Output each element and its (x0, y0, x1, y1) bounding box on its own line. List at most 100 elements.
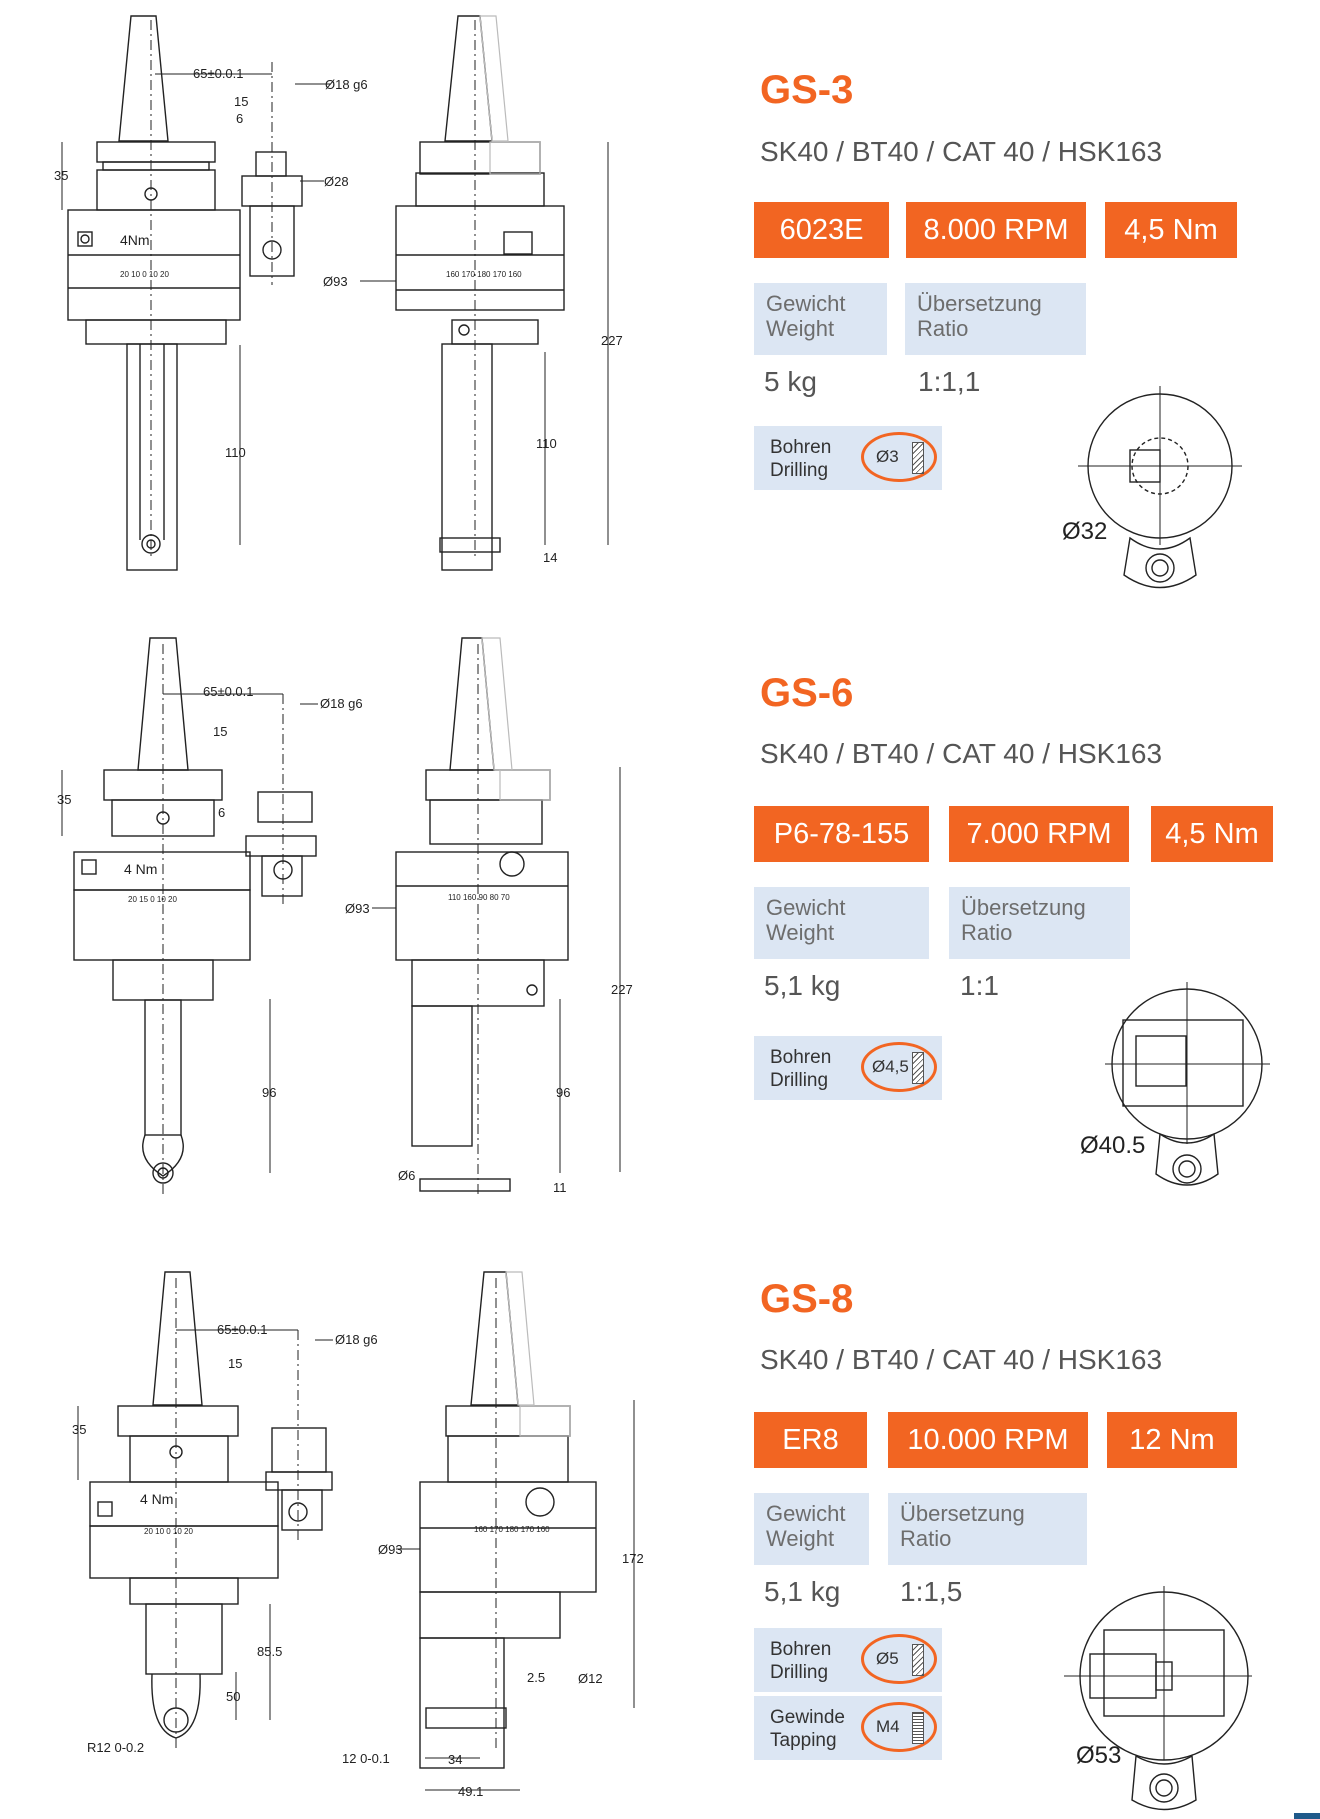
dim-2-5: 2.5 (527, 1670, 545, 1685)
weight-value: 5,1 kg (764, 1576, 841, 1607)
spec-tag-rpm: 10.000 RPM (888, 1412, 1088, 1468)
dim-15: 15 (234, 94, 248, 109)
tap-size: M4 (876, 1717, 900, 1736)
weight-label: Gewicht Weight (754, 887, 929, 959)
interface-compat: SK40 / BT40 / CAT 40 / HSK163 (760, 136, 1163, 167)
dim-93: Ø93 (345, 901, 370, 916)
dim-length: 110 (225, 445, 246, 460)
dim-15: 15 (213, 724, 227, 739)
dim-49-1: 49.1 (458, 1784, 483, 1799)
dim-93: Ø93 (378, 1542, 403, 1557)
drill-size: Ø5 (876, 1649, 899, 1668)
technical-drawing-gs8: 65±0.0.1 Ø18 g6 15 35 4 Nm 20 10 0 10 20… (72, 1271, 644, 1799)
spec-tag-rpm: 7.000 RPM (949, 806, 1129, 862)
spec-tag-collet: ER8 (754, 1412, 867, 1468)
front-diameter: Ø40.5 (1080, 1132, 1146, 1159)
tool-tapping-de: Gewinde (770, 1707, 845, 1728)
scale-side: 110 160 90 80 70 (448, 893, 510, 902)
ratio-value: 1:1,5 (900, 1576, 963, 1607)
dim-torque: 4 Nm (124, 861, 157, 877)
dim-6: 6 (236, 111, 243, 126)
dim-length: 96 (262, 1085, 276, 1100)
drill-size: Ø4,5 (872, 1057, 909, 1076)
product-title: GS-3 (760, 68, 854, 112)
weight-label-en: Weight (766, 316, 835, 341)
weight-label-de: Gewicht (766, 1501, 846, 1526)
ratio-label: Übersetzung Ratio (949, 887, 1130, 959)
drill-icon (912, 442, 924, 474)
product-title: GS-8 (760, 1277, 854, 1321)
weight-value: 5 kg (764, 366, 817, 397)
weight-label: Gewicht Weight (754, 1493, 869, 1565)
tool-drilling-de: Bohren (770, 1047, 832, 1068)
scale-front: 20 10 0 10 20 (120, 270, 169, 279)
tap-size-badge: M4 (861, 1702, 937, 1752)
dim-total: 227 (601, 333, 623, 348)
tool-tapping-en: Tapping (770, 1730, 837, 1751)
tool-drilling-en: Drilling (770, 1070, 829, 1091)
weight-label-de: Gewicht (766, 291, 846, 316)
dim-offset: 65±0.0.1 (203, 684, 254, 699)
dim-radius: R12 0-0.2 (87, 1740, 144, 1755)
weight-label-en: Weight (766, 1526, 835, 1551)
weight-value: 5,1 kg (764, 970, 841, 1001)
drill-icon (912, 1052, 924, 1084)
weight-label-en: Weight (766, 920, 835, 945)
dim-12: Ø12 (578, 1671, 603, 1686)
dim-total: 227 (611, 982, 633, 997)
ratio-label-de: Übersetzung (961, 895, 1086, 920)
scale-side: 160 170 180 170 160 (474, 1525, 550, 1534)
dim-shank: Ø18 g6 (325, 77, 368, 92)
dim-12b: 12 0-0.1 (342, 1751, 390, 1766)
spec-tag-torque: 4,5 Nm (1151, 806, 1273, 862)
corner-mark (1294, 1813, 1320, 1819)
product-gs6: 65±0.0.1 Ø18 g6 15 6 35 4 Nm 20 15 0 10 … (0, 604, 1320, 1204)
ratio-value: 1:1,1 (918, 366, 981, 397)
spec-tag-torque: 4,5 Nm (1105, 202, 1237, 258)
spec-tag-collet: P6-78-155 (754, 806, 929, 862)
weight-label: Gewicht Weight (754, 283, 887, 355)
ratio-label-de: Übersetzung (917, 291, 1042, 316)
dim-6b: Ø6 (398, 1168, 415, 1183)
drill-size-badge: Ø3 (861, 432, 937, 482)
dim-shank: Ø18 g6 (320, 696, 363, 711)
dim-6: 6 (218, 805, 225, 820)
dim-torque: 4 Nm (140, 1491, 173, 1507)
drill-icon (912, 1644, 924, 1676)
scale-side: 160 170 180 170 160 (446, 270, 522, 279)
ratio-label: Übersetzung Ratio (905, 283, 1086, 355)
product-title: GS-6 (760, 671, 854, 715)
ratio-label: Übersetzung Ratio (888, 1493, 1087, 1565)
tool-drilling-en: Drilling (770, 1662, 829, 1683)
spec-tag-collet: 6023E (754, 202, 889, 258)
tool-drilling-de: Bohren (770, 437, 832, 458)
dim-side-length: 96 (556, 1085, 570, 1100)
spec-tag-torque: 12 Nm (1107, 1412, 1237, 1468)
dim-offset: 65±0.0.1 (193, 66, 244, 81)
dim-93: Ø93 (323, 274, 348, 289)
front-diameter: Ø53 (1076, 1742, 1122, 1769)
tap-icon (912, 1712, 924, 1744)
interface-compat: SK40 / BT40 / CAT 40 / HSK163 (760, 1344, 1163, 1375)
dim-35: 35 (72, 1422, 86, 1437)
product-gs3: 65±0.0.1 Ø18 g6 15 6 35 Ø28 4Nm 20 10 0 … (0, 0, 1320, 600)
ratio-label-en: Ratio (900, 1526, 952, 1551)
dim-14: 14 (543, 550, 557, 565)
dim-shank: Ø18 g6 (335, 1332, 378, 1347)
product-gs8: 65±0.0.1 Ø18 g6 15 35 4 Nm 20 10 0 10 20… (0, 1210, 1320, 1819)
dim-11: 11 (553, 1180, 567, 1195)
dim-15: 15 (228, 1356, 242, 1371)
drill-size: Ø3 (876, 447, 899, 466)
ratio-label-de: Übersetzung (900, 1501, 1025, 1526)
ratio-label-en: Ratio (917, 316, 969, 341)
ratio-value: 1:1 (960, 970, 999, 1001)
tool-drilling-de: Bohren (770, 1639, 832, 1660)
scale-front: 20 15 0 10 20 (128, 895, 177, 904)
drill-size-badge: Ø4,5 (861, 1042, 937, 1092)
dim-torque: 4Nm (120, 232, 150, 248)
dim-28: Ø28 (324, 174, 349, 189)
dim-35: 35 (57, 792, 71, 807)
